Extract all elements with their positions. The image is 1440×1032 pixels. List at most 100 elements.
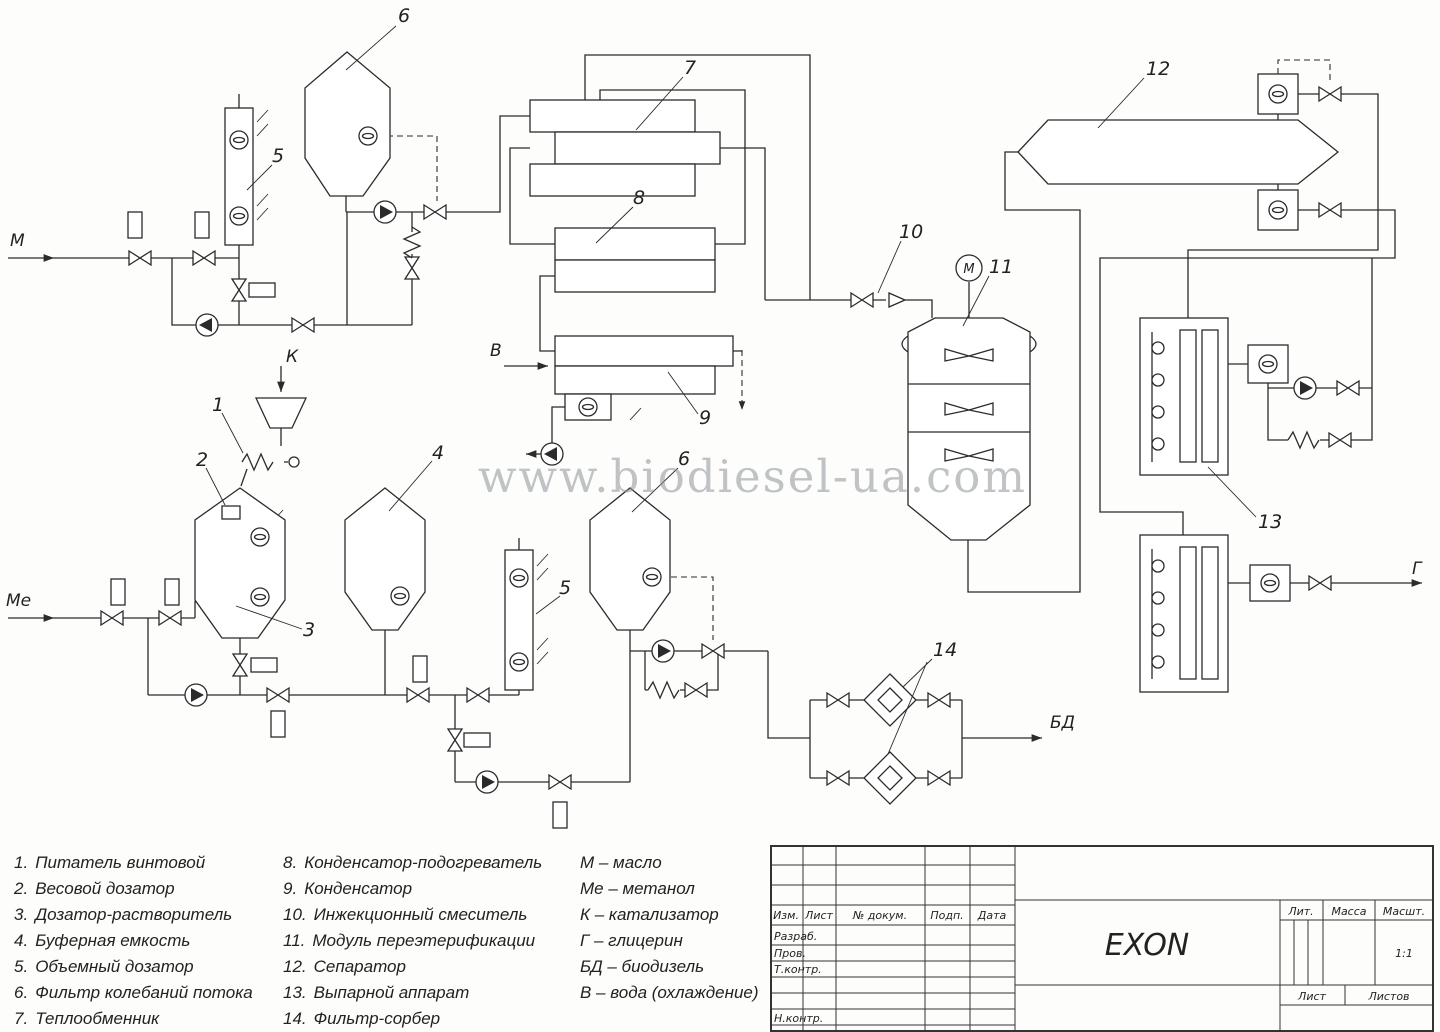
legend-item-number: 7. bbox=[14, 1009, 29, 1028]
level-doser-icon bbox=[390, 586, 410, 606]
pipe-network bbox=[54, 54, 1396, 783]
trap-doser-icon bbox=[578, 397, 598, 417]
legend-item-number: 6. bbox=[14, 983, 29, 1002]
condenser-9 bbox=[554, 335, 734, 421]
callout-6: 6 bbox=[398, 5, 410, 27]
filter-icon bbox=[863, 751, 917, 805]
callout-9: 9 bbox=[699, 407, 711, 429]
legend-item: 7. Теплообменник bbox=[14, 1006, 253, 1032]
feeder-motor-icon bbox=[288, 456, 300, 468]
callout-1: 1 bbox=[212, 394, 224, 416]
legend-item-number: 1. bbox=[14, 853, 29, 872]
legend-item: 12. Сепаратор bbox=[283, 954, 542, 980]
legend-item-label: Теплообменник bbox=[35, 1009, 160, 1028]
stamp-sheets-label: Листов bbox=[1367, 990, 1409, 1003]
legend-item-number: 13. bbox=[283, 983, 307, 1002]
doser-icon bbox=[229, 206, 249, 226]
callout-5b: 5 bbox=[559, 577, 571, 599]
catalyst-hopper bbox=[241, 397, 308, 471]
legend-item: 4.Буферная емкость bbox=[14, 928, 253, 954]
callout-4: 4 bbox=[432, 442, 444, 464]
legend-item: 2.Весовой дозатор bbox=[14, 876, 253, 902]
evaporator-13b bbox=[1139, 534, 1291, 693]
level-doser-icon bbox=[250, 587, 270, 607]
dissolver-tank-3 bbox=[194, 487, 286, 639]
stamp-tkontr-label: Т.контр. bbox=[774, 963, 822, 976]
legend-item-label: Выпарной аппарат bbox=[313, 983, 470, 1002]
oil-label: М bbox=[10, 231, 25, 251]
legend-item-label: Инжекционный смеситель bbox=[313, 905, 528, 924]
legend-item: 8. Конденсатор-подогреватель bbox=[283, 850, 542, 876]
buffer-tank-4 bbox=[344, 487, 426, 631]
volumetric-doser-5b bbox=[504, 549, 534, 691]
water-label: В bbox=[490, 341, 502, 361]
legend-item: 10.Инжекционный смеситель bbox=[283, 902, 542, 928]
legend-item-label: Дозатор-растворитель bbox=[35, 905, 233, 924]
legend-stream: Г – глицерин bbox=[580, 931, 683, 950]
sorber-filters-14 bbox=[863, 673, 917, 805]
flow-filter-tank-6b bbox=[589, 487, 671, 631]
legend-item-number: 2. bbox=[14, 879, 29, 898]
legend-item: 14. Фильтр-сорбер bbox=[283, 1006, 542, 1032]
legend-item: 5.Объемный дозатор bbox=[14, 954, 253, 980]
motor-label: М bbox=[963, 262, 974, 277]
stamp-list-label: Лист bbox=[804, 909, 833, 922]
callout-10: 10 bbox=[899, 221, 923, 243]
callout-14: 14 bbox=[933, 639, 957, 661]
legend-item-number: 9. bbox=[283, 879, 298, 898]
glycerin-label: Г bbox=[1412, 559, 1423, 579]
callout-8: 8 bbox=[633, 187, 645, 209]
trap-doser-icon bbox=[1258, 354, 1278, 374]
legend-item: 6. Фильтр колебаний потока bbox=[14, 980, 253, 1006]
legend-item-number: 8. bbox=[283, 853, 298, 872]
level-doser-icon bbox=[250, 527, 270, 547]
stamp-scale-value: 1:1 bbox=[1395, 947, 1413, 960]
flow-filter-tank-6a bbox=[304, 51, 391, 197]
callout-3: 3 bbox=[303, 619, 315, 641]
process-diagram: М bbox=[6, 5, 1423, 829]
volumetric-doser-5a bbox=[224, 107, 254, 246]
heat-exchanger-7 bbox=[529, 99, 721, 197]
legend-item: 11. Модуль переэтерификации bbox=[283, 928, 542, 954]
legend-item-label: Сепаратор bbox=[313, 957, 406, 976]
inline-filters bbox=[110, 211, 568, 829]
legend-item-label: Буферная емкость bbox=[35, 931, 191, 950]
legend-item-number: 11. bbox=[283, 931, 306, 950]
catalyst-label: К bbox=[286, 347, 299, 367]
level-doser-icon bbox=[358, 126, 378, 146]
legend-item: 13. Выпарной аппарат bbox=[283, 980, 542, 1006]
stream-labels: М Ме К В БД Г bbox=[6, 231, 1423, 733]
callout-6b: 6 bbox=[678, 448, 690, 470]
stamp-izm-label: Изм. bbox=[773, 909, 799, 922]
stamp-prov-label: Пров. bbox=[774, 947, 806, 960]
legend-item-label: Фильтр колебаний потока bbox=[35, 983, 253, 1002]
callout-5: 5 bbox=[272, 145, 284, 167]
methanol-label: Ме bbox=[6, 591, 31, 611]
callout-13: 13 bbox=[1258, 511, 1282, 533]
legend-item-number: 5. bbox=[14, 957, 29, 976]
legend-item-label: Модуль переэтерификации bbox=[312, 931, 536, 950]
condenser-heater-8 bbox=[554, 227, 716, 293]
stamp-doc-label: № докум. bbox=[852, 909, 907, 922]
stamp-sheet-label: Лист bbox=[1297, 990, 1326, 1003]
legend-item: 3. Дозатор-растворитель bbox=[14, 902, 253, 928]
legend-item-number: 14. bbox=[283, 1009, 307, 1028]
legend-item-number: 3. bbox=[14, 905, 29, 924]
level-pot-icon bbox=[1268, 84, 1288, 104]
watermark: www.biodiesel-ua.com bbox=[478, 450, 1028, 503]
legend-item-label: Фильтр-сорбер bbox=[313, 1009, 441, 1028]
level-pot-icon bbox=[1268, 200, 1288, 220]
stamp-razrab-label: Разраб. bbox=[774, 930, 817, 943]
stamp-masshtab-label: Масшт. bbox=[1383, 905, 1425, 918]
weight-doser-2 bbox=[221, 505, 241, 520]
legend-item-number: 12. bbox=[283, 957, 307, 976]
legend-item-label: Конденсатор bbox=[304, 879, 413, 898]
evaporator-13a bbox=[1139, 317, 1289, 476]
legend-stream: М – масло bbox=[580, 853, 662, 872]
level-doser-icon bbox=[642, 567, 662, 587]
legend-item-label: Конденсатор-подогреватель bbox=[304, 853, 543, 872]
legend-stream: К – катализатор bbox=[580, 905, 719, 924]
doser-icon bbox=[229, 130, 249, 150]
stamp-company: EXON bbox=[1105, 928, 1190, 963]
